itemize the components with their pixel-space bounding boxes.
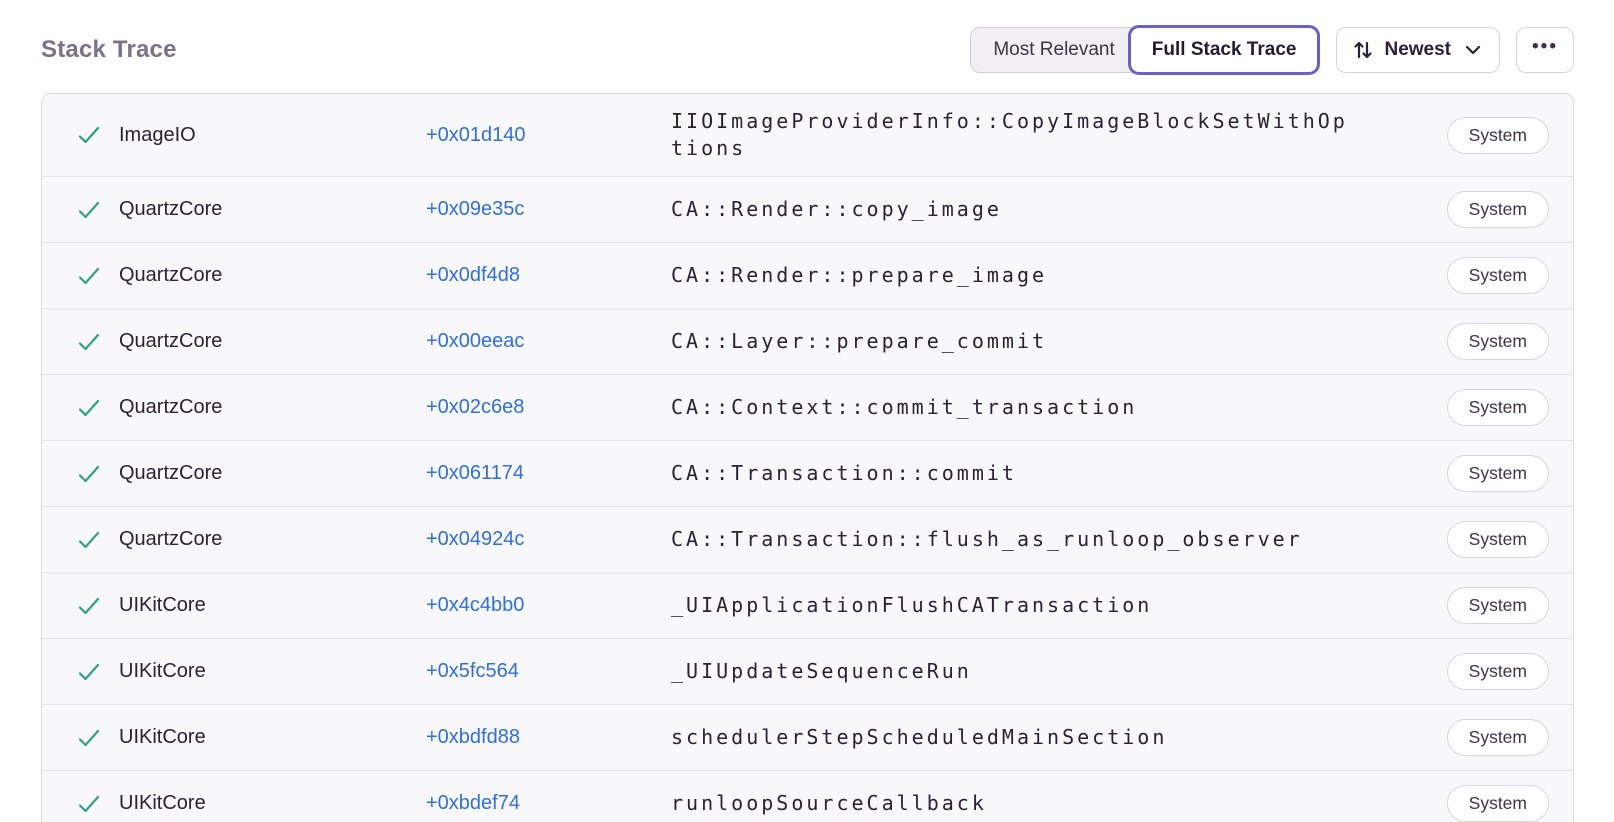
function-name: _UIUpdateSequenceRun [671, 659, 972, 683]
table-row[interactable]: UIKitCore +0x5fc564 _UIUpdateSequenceRun… [42, 638, 1573, 704]
more-options-button[interactable]: ••• [1516, 27, 1574, 73]
function-name: runloopSourceCallback [671, 791, 987, 815]
checkmark-icon [76, 329, 102, 355]
system-badge: System [1446, 719, 1549, 756]
module-name: QuartzCore [119, 198, 223, 220]
table-row[interactable]: QuartzCore +0x02c6e8 CA::Context::commit… [42, 374, 1573, 440]
function-name: CA::Layer::prepare_commit [671, 329, 1048, 353]
address-link[interactable]: +0x04924c [426, 528, 525, 550]
module-name: UIKitCore [119, 594, 206, 616]
address-link[interactable]: +0x09e35c [426, 198, 525, 220]
checkmark-icon [76, 122, 102, 148]
function-name: _UIApplicationFlushCATransaction [671, 593, 1153, 617]
checkmark-icon [76, 791, 102, 817]
view-toggle: Most Relevant Full Stack Trace [970, 25, 1321, 75]
table-row[interactable]: ImageIO +0x01d140 IIOImageProviderInfo::… [42, 94, 1573, 176]
system-badge: System [1446, 116, 1549, 154]
address-link[interactable]: +0xbdfd88 [426, 726, 520, 748]
system-badge: System [1446, 323, 1549, 360]
system-badge: System [1446, 389, 1549, 426]
checkmark-icon [76, 263, 102, 289]
full-stack-trace-button[interactable]: Full Stack Trace [1127, 25, 1321, 75]
address-link[interactable]: +0x02c6e8 [426, 396, 525, 418]
sort-arrows-icon [1351, 38, 1375, 62]
system-badge: System [1446, 785, 1549, 822]
module-name: QuartzCore [119, 462, 223, 484]
address-link[interactable]: +0x4c4bb0 [426, 594, 525, 616]
table-row[interactable]: QuartzCore +0x09e35c CA::Render::copy_im… [42, 176, 1573, 242]
table-row[interactable]: UIKitCore +0xbdfd88 schedulerStepSchedul… [42, 704, 1573, 770]
ellipsis-icon: ••• [1532, 36, 1558, 57]
page-title: Stack Trace [41, 36, 177, 63]
function-name: IIOImageProviderInfo::CopyImageBlockSetW… [671, 109, 1348, 160]
table-row[interactable]: QuartzCore +0x04924c CA::Transaction::fl… [42, 506, 1573, 572]
checkmark-icon [76, 395, 102, 421]
address-link[interactable]: +0x061174 [426, 462, 525, 484]
system-badge: System [1446, 191, 1549, 228]
address-link[interactable]: +0x00eeac [426, 330, 525, 352]
checkmark-icon [76, 725, 102, 751]
checkmark-icon [76, 197, 102, 223]
function-name: CA::Transaction::commit [671, 461, 1017, 485]
address-link[interactable]: +0xbdef74 [426, 792, 520, 814]
function-name: CA::Render::copy_image [671, 197, 1002, 221]
table-row[interactable]: QuartzCore +0x00eeac CA::Layer::prepare_… [42, 308, 1573, 374]
sort-label: Newest [1384, 39, 1451, 60]
checkmark-icon [76, 593, 102, 619]
module-name: UIKitCore [119, 726, 206, 748]
system-badge: System [1446, 653, 1549, 690]
module-name: UIKitCore [119, 660, 206, 682]
table-row[interactable]: QuartzCore +0x061174 CA::Transaction::co… [42, 440, 1573, 506]
checkmark-icon [76, 527, 102, 553]
module-name: QuartzCore [119, 528, 223, 550]
stack-trace-header: Stack Trace Most Relevant Full Stack Tra… [0, 0, 1614, 75]
system-badge: System [1446, 257, 1549, 294]
system-badge: System [1446, 587, 1549, 624]
most-relevant-button[interactable]: Most Relevant [970, 27, 1140, 73]
address-link[interactable]: +0x5fc564 [426, 660, 519, 682]
checkmark-icon [76, 659, 102, 685]
chevron-down-icon [1463, 40, 1483, 60]
table-row[interactable]: QuartzCore +0x0df4d8 CA::Render::prepare… [42, 242, 1573, 308]
module-name: QuartzCore [119, 264, 223, 286]
header-controls: Most Relevant Full Stack Trace Newest ••… [970, 25, 1574, 75]
function-name: CA::Render::prepare_image [671, 263, 1048, 287]
system-badge: System [1446, 521, 1549, 558]
function-name: CA::Transaction::flush_as_runloop_observ… [671, 527, 1303, 551]
module-name: QuartzCore [119, 396, 223, 418]
sort-dropdown[interactable]: Newest [1336, 27, 1500, 73]
module-name: ImageIO [119, 123, 196, 146]
function-name: CA::Context::commit_transaction [671, 395, 1138, 419]
address-link[interactable]: +0x01d140 [426, 123, 526, 146]
table-row[interactable]: UIKitCore +0xbdef74 runloopSourceCallbac… [42, 770, 1573, 822]
function-name: schedulerStepScheduledMainSection [671, 725, 1168, 749]
address-link[interactable]: +0x0df4d8 [426, 264, 520, 286]
module-name: QuartzCore [119, 330, 223, 352]
checkmark-icon [76, 461, 102, 487]
module-name: UIKitCore [119, 792, 206, 814]
system-badge: System [1446, 455, 1549, 492]
table-row[interactable]: UIKitCore +0x4c4bb0 _UIApplicationFlushC… [42, 572, 1573, 638]
stack-trace-table: ImageIO +0x01d140 IIOImageProviderInfo::… [41, 93, 1574, 822]
